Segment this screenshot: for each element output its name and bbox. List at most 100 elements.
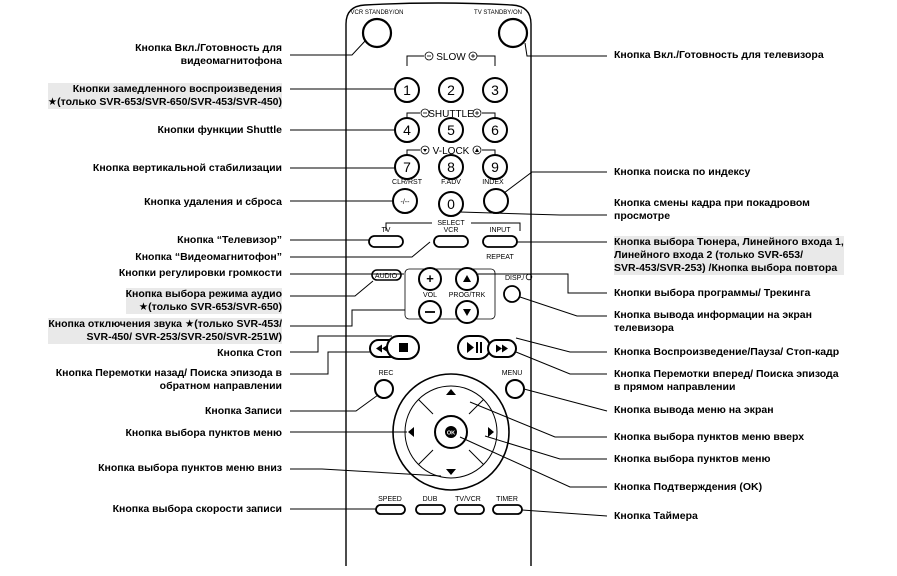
tv-standby-button[interactable]	[497, 17, 529, 49]
digit-2-button[interactable]	[438, 77, 464, 103]
callout-line-18	[503, 171, 607, 194]
tv-button[interactable]	[368, 235, 404, 248]
right-label-7: Кнопка Воспроизведение/Пауза/ Стоп-кадр	[614, 346, 839, 359]
clr-rst-symbol: -/--	[401, 199, 411, 206]
vcr-standby-button[interactable]	[361, 17, 393, 49]
left-label-7: Кнопка “Видеомагнитофон”	[135, 251, 282, 264]
left-label-14: Кнопка выбора пунктов меню	[126, 427, 283, 440]
left-label-2-line: Кнопки замедленного воспроизведения	[72, 83, 282, 95]
vol-label: VOL	[423, 292, 437, 299]
right-label-7-line: Кнопка Воспроизведение/Пауза/ Стоп-кадр	[614, 346, 840, 358]
vol-prog-frame	[404, 268, 496, 320]
dub-label: DUB	[423, 496, 438, 503]
nav-down-icon[interactable]	[446, 469, 456, 475]
callout-line-13	[290, 394, 379, 412]
left-label-2: Кнопки замедленного воспроизведения★(тол…	[47, 83, 282, 109]
select-label: SELECT	[437, 220, 465, 227]
left-label-14-line: Кнопка выбора пунктов меню	[125, 427, 283, 439]
digit-0-label: 0	[447, 196, 455, 212]
digit-6-button[interactable]	[482, 117, 508, 143]
nav-right-icon[interactable]	[488, 427, 494, 437]
right-label-4-line: Кнопка выбора Тюнера, Линейного входа 1,	[614, 236, 844, 248]
callout-line-24	[515, 351, 607, 375]
digit-2-label: 2	[447, 82, 455, 98]
left-label-15: Кнопка выбора пунктов меню вниз	[98, 462, 282, 475]
callout-line-23	[515, 337, 607, 353]
digit-9-button[interactable]	[482, 154, 508, 180]
menu-button[interactable]	[505, 379, 525, 399]
audio-button[interactable]	[371, 269, 402, 281]
right-label-8-line: Кнопка Перемотки вперед/ Поиска эпизода	[614, 368, 839, 380]
right-label-8-line: в прямом направлении	[614, 381, 736, 393]
ok-badge	[445, 426, 457, 438]
callout-line-9	[290, 280, 374, 297]
digit-7-button[interactable]	[394, 154, 420, 180]
digit-5-label: 5	[447, 122, 455, 138]
vlock-label: V-LOCK	[433, 146, 470, 157]
slow-label: SLOW	[436, 52, 466, 63]
digit-0-button[interactable]	[438, 191, 464, 217]
right-label-5-line: Кнопки выбора программы/ Трекинга	[614, 287, 811, 299]
left-label-8: Кнопки регулировки громкости	[119, 267, 282, 280]
digit-3-button[interactable]	[482, 77, 508, 103]
right-label-2-line: Кнопка поиска по индексу	[614, 166, 751, 178]
digit-1-button[interactable]	[394, 77, 420, 103]
digit-6-label: 6	[491, 122, 499, 138]
dub-button[interactable]	[415, 504, 446, 515]
fadv-label: F.ADV	[441, 179, 461, 186]
left-label-10: Кнопка отключения звука ★(только SVR-453…	[48, 318, 282, 344]
right-label-5: Кнопки выбора программы/ Трекинга	[614, 287, 810, 300]
speed-button[interactable]	[375, 504, 406, 515]
left-label-1-line: Кнопка Вкл./Готовность для	[135, 42, 282, 54]
ok-label: OK	[447, 431, 455, 437]
right-label-10: Кнопка выбора пунктов меню вверх	[614, 431, 804, 444]
vol-up-button[interactable]	[418, 267, 442, 291]
tvvcr-button[interactable]	[454, 504, 485, 515]
callout-line-21	[478, 273, 607, 294]
left-label-9-line: ★(только SVR-653/SVR-650)	[138, 301, 282, 313]
right-label-13-line: Кнопка Таймера	[614, 510, 698, 522]
left-label-5-line: Кнопка удаления и сброса	[144, 196, 282, 208]
callout-line-25	[523, 388, 608, 412]
left-label-7-line: Кнопка “Видеомагнитофон”	[135, 251, 282, 263]
input-button[interactable]	[482, 235, 518, 248]
vcr-standby-label: VCR STANDBY/ON	[351, 10, 404, 16]
speed-label: SPEED	[378, 496, 402, 503]
callout-line-10	[290, 309, 405, 327]
vcr-button[interactable]	[433, 235, 469, 248]
index-label: INDEX	[482, 179, 504, 186]
vol-up-icon: +	[426, 271, 434, 286]
right-label-4: Кнопка выбора Тюнера, Линейного входа 1,…	[614, 236, 844, 275]
tvvcr-label: TV/VCR	[455, 496, 481, 503]
left-label-4-line: Кнопка вертикальной стабилизации	[92, 162, 282, 174]
nav-left-icon[interactable]	[408, 427, 414, 437]
rec-button[interactable]	[374, 379, 394, 399]
digit-9-label: 9	[491, 159, 499, 175]
clr-rst-label: CLR/RST	[392, 179, 423, 186]
right-label-3-line: Кнопка смены кадра при покадровом	[614, 197, 810, 209]
callout-line-29	[521, 509, 608, 517]
left-label-12: Кнопка Перемотки назад/ Поиска эпизода в…	[56, 367, 282, 393]
left-label-10-line: Кнопка отключения звука ★(только SVR-453…	[48, 318, 282, 330]
timer-button[interactable]	[492, 504, 523, 515]
left-label-3: Кнопки функции Shuttle	[158, 124, 282, 137]
callout-line-27	[484, 435, 607, 460]
digit-8-button[interactable]	[438, 154, 464, 180]
prog-down-icon	[463, 309, 471, 316]
nav-up-icon[interactable]	[446, 389, 456, 395]
right-label-9-line: Кнопка вывода меню на экран	[614, 404, 774, 416]
right-label-9: Кнопка вывода меню на экран	[614, 404, 774, 417]
left-label-4: Кнопка вертикальной стабилизации	[93, 162, 282, 175]
stop-icon	[399, 343, 408, 352]
slow-bracket	[406, 55, 496, 66]
right-label-13: Кнопка Таймера	[614, 510, 698, 523]
digit-5-button[interactable]	[438, 117, 464, 143]
repeat-label: REPEAT	[486, 254, 514, 261]
digit-4-label: 4	[403, 122, 411, 138]
disp-button[interactable]	[503, 285, 521, 303]
